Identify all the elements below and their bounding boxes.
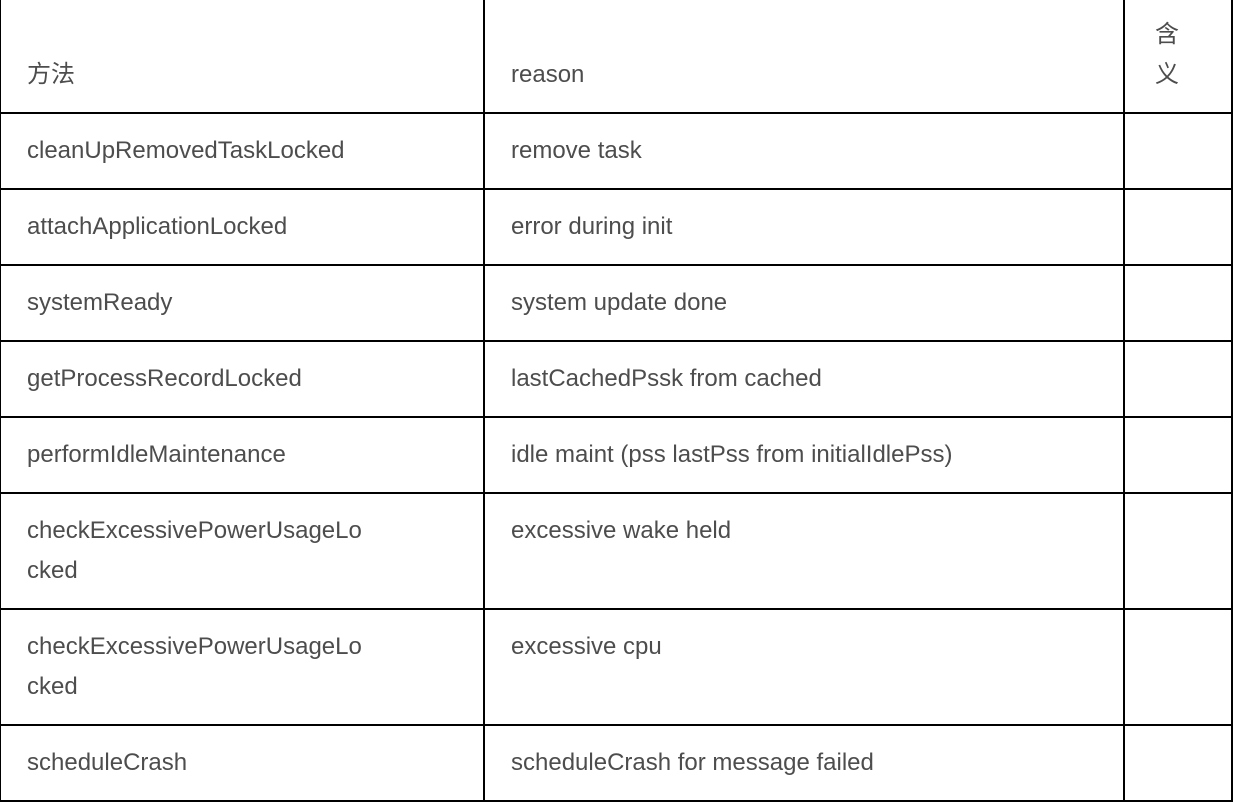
table-row: getProcessRecordLocked lastCachedPssk fr… xyxy=(0,340,1233,418)
meaning-cell xyxy=(1123,340,1233,418)
method-cell: performIdleMaintenance xyxy=(0,416,485,494)
table-row: attachApplicationLocked error during ini… xyxy=(0,188,1233,266)
method-cell: checkExcessivePowerUsageLocked xyxy=(0,608,485,726)
table-row: checkExcessivePowerUsageLocked excessive… xyxy=(0,608,1233,726)
meaning-cell xyxy=(1123,416,1233,494)
method-column-header: 方法 xyxy=(0,0,485,114)
reason-column-header: reason xyxy=(483,0,1125,114)
meaning-cell xyxy=(1123,264,1233,342)
meaning-cell xyxy=(1123,112,1233,190)
reason-cell: remove task xyxy=(483,112,1125,190)
reason-cell: error during init xyxy=(483,188,1125,266)
method-cell: systemReady xyxy=(0,264,485,342)
reason-cell: idle maint (pss lastPss from initialIdle… xyxy=(483,416,1125,494)
method-cell: getProcessRecordLocked xyxy=(0,340,485,418)
meaning-cell xyxy=(1123,188,1233,266)
reason-cell: lastCachedPssk from cached xyxy=(483,340,1125,418)
method-cell: checkExcessivePowerUsageLocked xyxy=(0,492,485,610)
table-row: scheduleCrash scheduleCrash for message … xyxy=(0,724,1233,802)
reason-cell: scheduleCrash for message failed xyxy=(483,724,1125,802)
reason-cell: excessive cpu xyxy=(483,608,1125,726)
table-row: checkExcessivePowerUsageLocked excessive… xyxy=(0,492,1233,610)
reason-cell: system update done xyxy=(483,264,1125,342)
table-header-row: 方法 reason 含义 xyxy=(0,0,1233,114)
table-row: performIdleMaintenance idle maint (pss l… xyxy=(0,416,1233,494)
reason-cell: excessive wake held xyxy=(483,492,1125,610)
meaning-cell xyxy=(1123,724,1233,802)
table-row: systemReady system update done xyxy=(0,264,1233,342)
method-cell: scheduleCrash xyxy=(0,724,485,802)
method-cell: attachApplicationLocked xyxy=(0,188,485,266)
meaning-column-header: 含义 xyxy=(1123,0,1233,114)
meaning-cell xyxy=(1123,608,1233,726)
meaning-cell xyxy=(1123,492,1233,610)
method-cell: cleanUpRemovedTaskLocked xyxy=(0,112,485,190)
table-row: cleanUpRemovedTaskLocked remove task xyxy=(0,112,1233,190)
